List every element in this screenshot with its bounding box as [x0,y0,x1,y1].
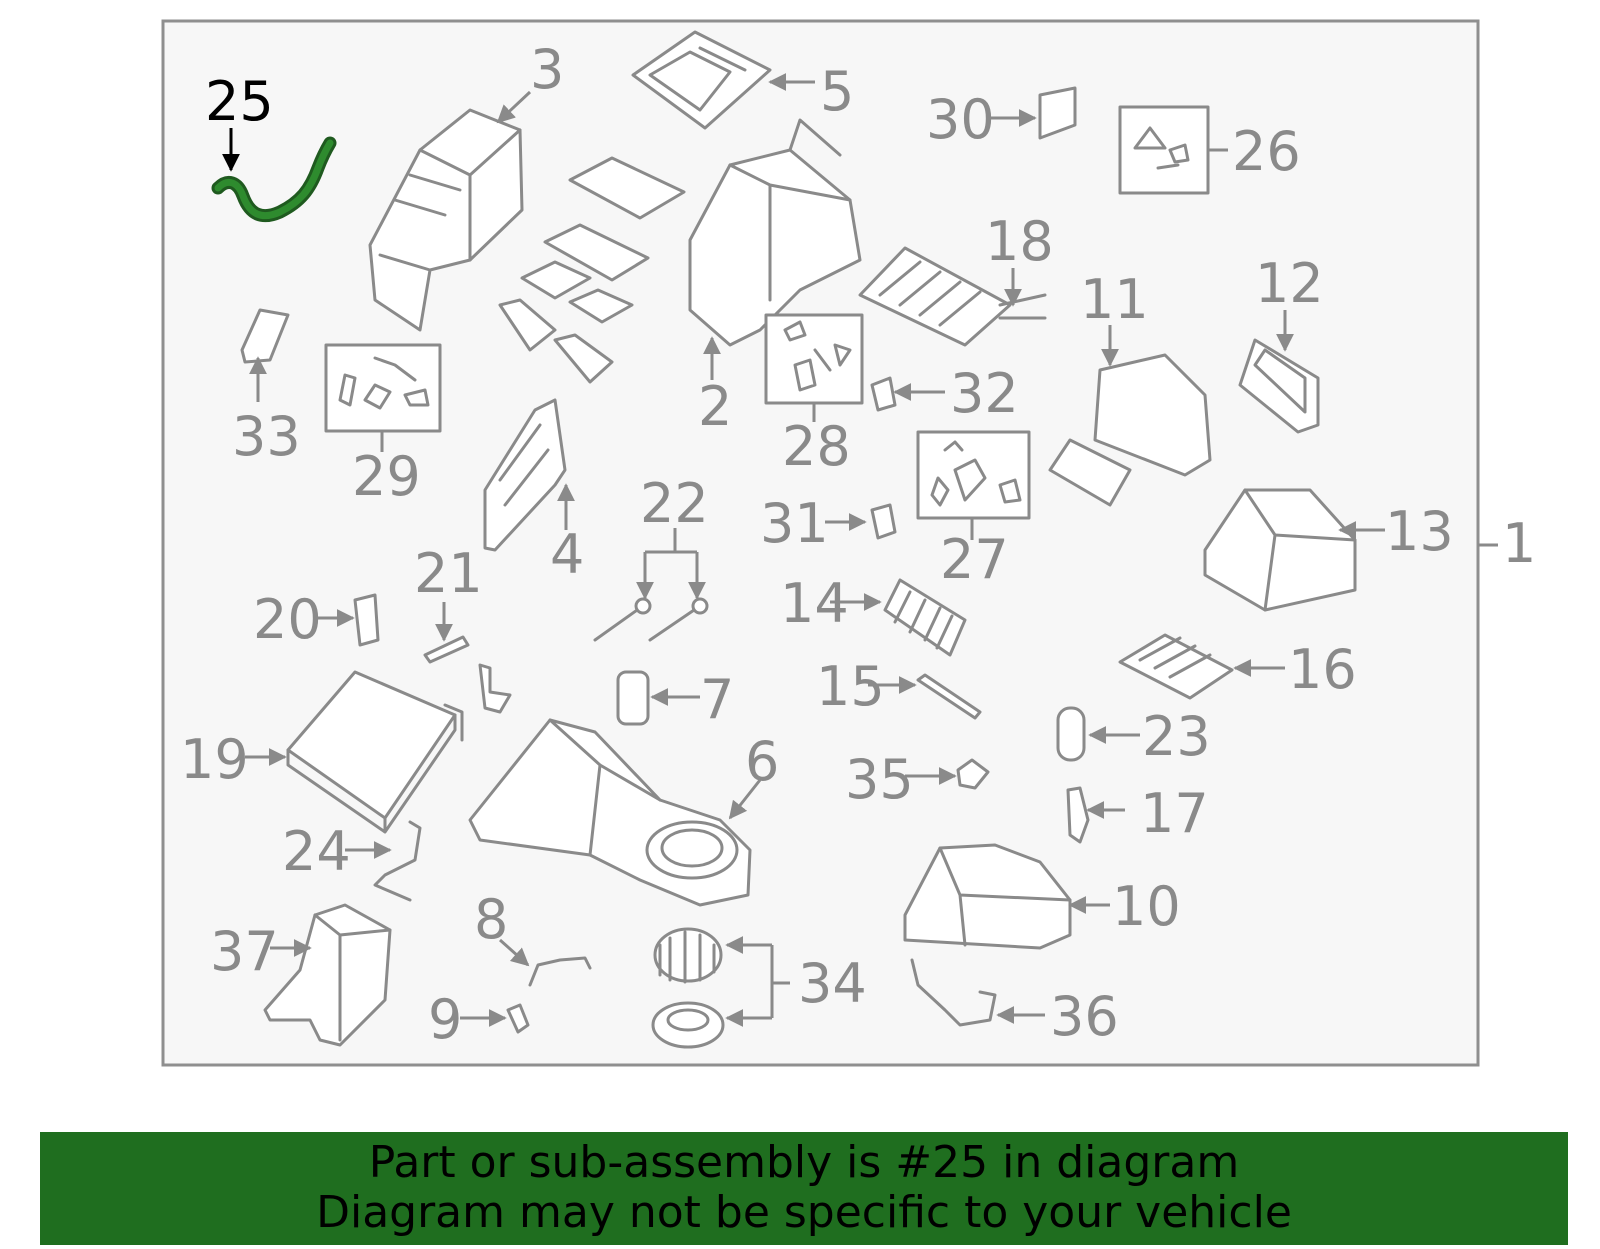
part-19-evaporator[interactable] [286,670,464,834]
callout-9: 9 [428,988,462,1051]
part-small-panels[interactable] [498,156,686,384]
callout-29: 29 [352,445,421,508]
part-6-blower-housing[interactable] [468,718,752,907]
callout-3: 3 [530,38,564,101]
callout-25: 25 [205,70,274,133]
callout-12: 12 [1255,252,1324,315]
part-24-harness[interactable] [373,820,422,902]
callout-1: 1 [1502,512,1536,575]
callout-28: 28 [782,415,851,478]
callout-13: 13 [1385,500,1454,563]
callout-11: 11 [1080,268,1149,331]
callout-20: 20 [253,588,322,651]
part-13-duct[interactable] [1203,488,1357,612]
callout-5: 5 [820,60,854,123]
part-21-clip[interactable] [423,635,470,664]
callout-8: 8 [474,888,508,951]
callout-16: 16 [1288,638,1357,701]
callout-17: 17 [1140,782,1209,845]
callout-7: 7 [700,668,734,731]
callout-30: 30 [926,88,995,151]
part-35-clip[interactable] [956,758,990,790]
callout-15: 15 [816,655,885,718]
part-30-clip[interactable] [1038,86,1077,140]
part-3-duct[interactable] [368,108,524,332]
part-12-frame[interactable] [1238,338,1320,434]
callout-21: 21 [414,542,483,605]
part-2-heater-housing[interactable] [688,118,862,347]
part-31-clip[interactable] [870,503,897,540]
banner-line-1: Part or sub-assembly is #25 in diagram [368,1137,1240,1188]
part-28-kit[interactable] [764,313,864,405]
part-16-grille[interactable] [1118,633,1234,700]
callout-34: 34 [798,952,867,1015]
part-34-blower-motor[interactable] [651,927,725,1049]
callout-24: 24 [282,820,351,883]
callout-22: 22 [640,472,709,535]
callout-18: 18 [985,210,1054,273]
info-banner: Part or sub-assembly is #25 in diagram D… [40,1132,1568,1245]
part-33-bracket[interactable] [240,308,290,364]
part-36-harness[interactable] [910,958,997,1027]
callout-6: 6 [745,730,779,793]
part-15-strip[interactable] [916,673,982,720]
callout-37: 37 [210,920,279,983]
part-29-kit[interactable] [324,343,442,433]
callout-36: 36 [1050,985,1119,1048]
part-9-clip[interactable] [506,1003,530,1034]
part-7-seal[interactable] [616,670,650,726]
part-32-clip[interactable] [870,376,897,412]
parts-diagram: 1 2 3 4 5 6 7 8 9 10 11 12 13 14 15 16 1… [161,19,1536,1067]
part-26-kit[interactable] [1118,105,1210,195]
callout-32: 32 [950,362,1019,425]
part-5-filter-tray[interactable] [631,30,772,130]
callout-27: 27 [940,528,1009,591]
part-17-bracket[interactable] [1066,786,1090,844]
part-11-cover[interactable] [1048,353,1212,507]
part-25-hose[interactable] [211,136,337,223]
part-4-panel[interactable] [483,398,567,552]
callout-14: 14 [780,572,849,635]
callout-2: 2 [698,375,732,438]
callout-33: 33 [232,405,301,468]
callout-19: 19 [180,728,249,791]
part-8-harness[interactable] [528,956,592,987]
callout-10: 10 [1112,875,1181,938]
part-bracket[interactable] [478,663,512,714]
part-10-duct[interactable] [903,843,1072,950]
part-14-filter[interactable] [883,578,967,657]
callout-35: 35 [845,748,914,811]
part-27-kit[interactable] [916,430,1031,520]
callout-4: 4 [550,523,584,586]
callout-31: 31 [760,492,829,555]
part-20-clip[interactable] [353,593,380,647]
callout-23: 23 [1142,705,1211,768]
callout-26: 26 [1232,120,1301,183]
part-23-grommet[interactable] [1056,706,1086,762]
banner-line-2: Diagram may not be specific to your vehi… [316,1187,1292,1238]
part-37-duct[interactable] [263,903,392,1047]
